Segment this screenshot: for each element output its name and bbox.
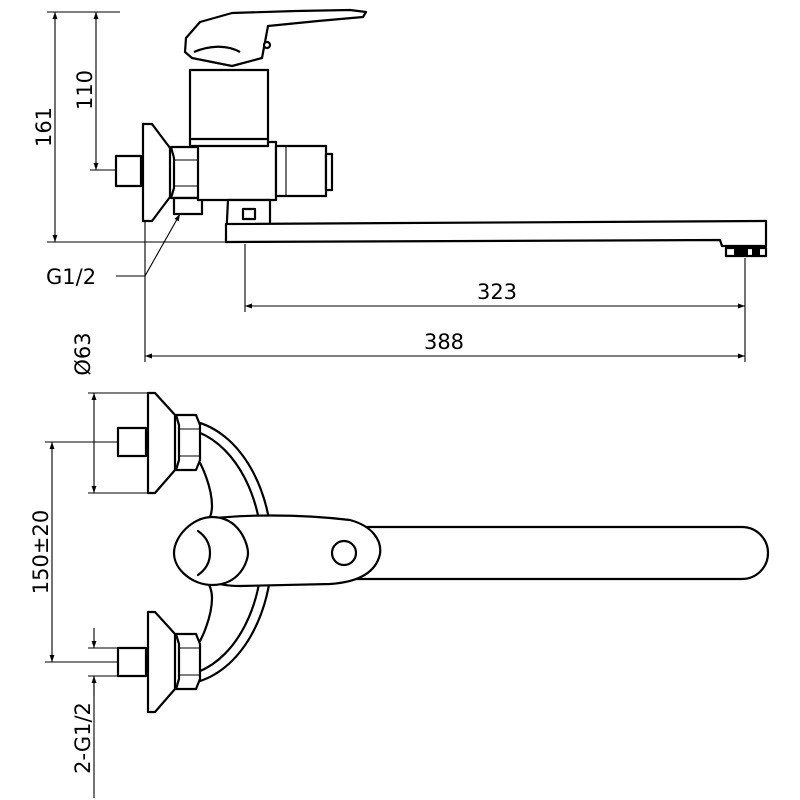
inlet-stub-lower — [116, 646, 148, 678]
wall-flange-side — [141, 122, 172, 223]
side-view: 161 110 — [32, 8, 768, 362]
thread-label-bottom: 2-G1/2 — [71, 702, 95, 774]
dimension-150: 150±20 — [29, 441, 118, 663]
inlet-stub-upper — [116, 426, 148, 458]
dimension-label-110: 110 — [73, 70, 97, 110]
dimension-label-388: 388 — [424, 330, 464, 354]
side-valve — [274, 144, 328, 198]
top-view: Ø63 150±20 2-G1/2 — [29, 332, 770, 798]
thread-connector — [172, 196, 204, 216]
dimension-label-161: 161 — [32, 107, 56, 147]
dimension-o63: Ø63 — [71, 332, 150, 494]
connection-body — [196, 140, 278, 202]
dimension-110: 110 — [73, 12, 118, 171]
hex-nut-lower — [174, 632, 202, 691]
spout — [224, 219, 768, 248]
hex-nut-upper — [174, 413, 202, 472]
dimension-323: 323 — [244, 244, 746, 312]
handle-pivot — [330, 539, 358, 567]
dimension-161: 161 — [32, 11, 245, 243]
top-flange-upper — [146, 391, 177, 495]
top-flange-lower — [146, 610, 177, 714]
dimension-label-323: 323 — [477, 280, 517, 304]
inlet-stub — [114, 154, 143, 188]
dimension-label-o63: Ø63 — [71, 332, 95, 375]
thread-callout-top: G1/2 — [46, 213, 181, 289]
dimension-label-150: 150±20 — [29, 510, 53, 594]
thread-label-top: G1/2 — [46, 265, 96, 289]
handle-lever-side — [183, 8, 368, 68]
thread-callout-bottom: 2-G1/2 — [71, 628, 118, 798]
dimension-388: 388 — [144, 222, 746, 362]
cartridge-body — [188, 68, 270, 148]
